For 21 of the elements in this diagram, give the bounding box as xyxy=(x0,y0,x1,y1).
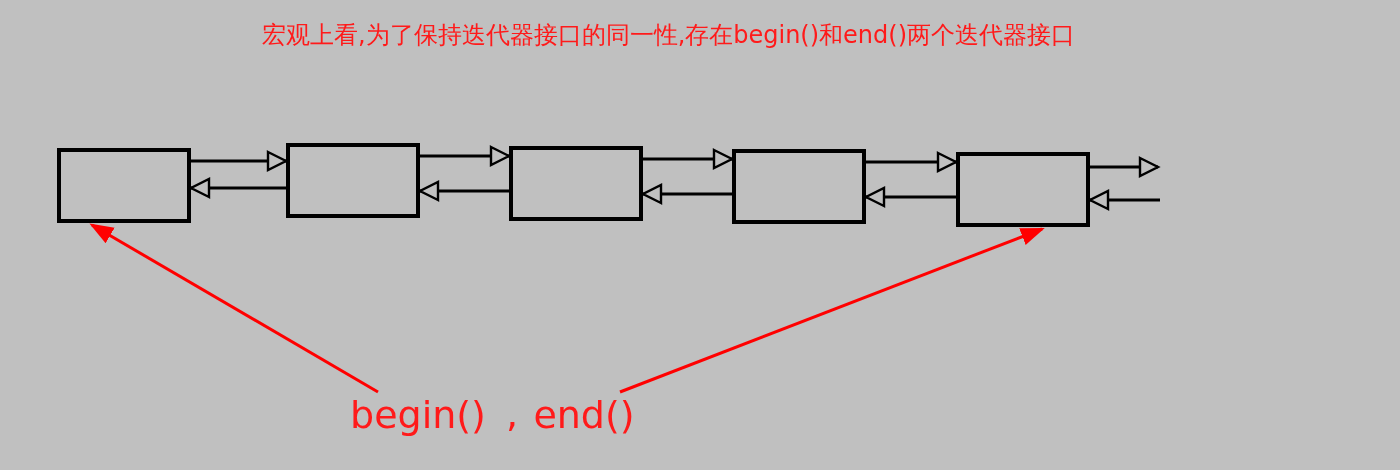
list-node-box xyxy=(57,148,191,223)
arrow xyxy=(641,183,732,205)
title: 宏观上看,为了保持迭代器接口的同一性,存在begin()和end()两个迭代器接口 xyxy=(262,20,1076,51)
comma-label: , xyxy=(506,391,519,438)
arrow xyxy=(420,145,511,167)
list-node-box xyxy=(509,146,643,221)
list-node-box xyxy=(732,149,866,224)
arrow xyxy=(619,227,1045,394)
arrow xyxy=(418,180,509,202)
arrow xyxy=(189,177,286,199)
arrow xyxy=(1090,156,1160,178)
list-node-box xyxy=(956,152,1090,227)
node-label: begin() xyxy=(348,390,488,440)
node-label: end() xyxy=(532,390,636,440)
arrow xyxy=(89,223,379,394)
arrow xyxy=(1088,189,1160,211)
arrow xyxy=(643,148,734,170)
arrow xyxy=(866,151,958,173)
list-node-box xyxy=(286,143,420,218)
arrow xyxy=(191,150,288,172)
arrow xyxy=(864,186,956,208)
